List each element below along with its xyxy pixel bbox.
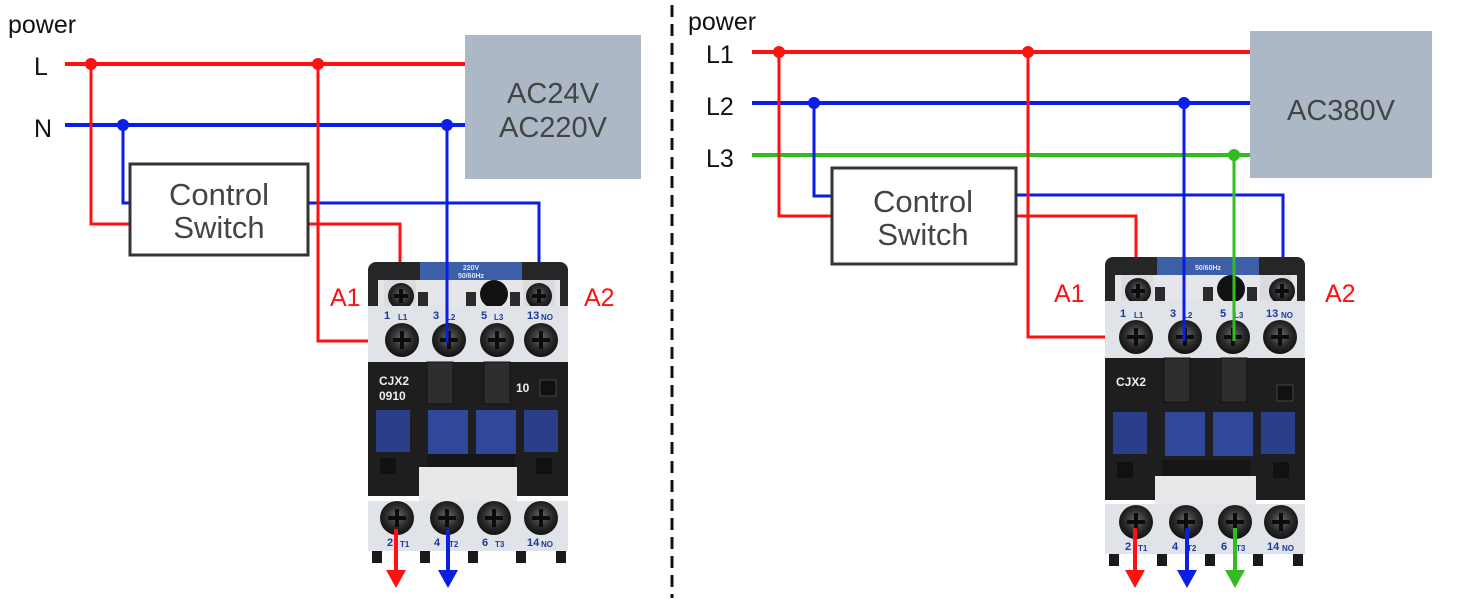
- supply-box-text-1: AC24V: [507, 78, 600, 110]
- bottom-terminal-num-4: 4: [434, 537, 441, 549]
- top-terminal-sub-3-r: L2: [1183, 311, 1193, 320]
- top-terminal-sub-13-r: NO: [1281, 311, 1293, 320]
- control-switch-box-r: [830, 166, 1018, 266]
- bottom-terminal-sub-6-r: T3: [1236, 544, 1246, 553]
- bottom-terminal-num-14-r: 14: [1267, 541, 1280, 553]
- left-panel: power L N AC24V AC220V Control Switch 22…: [8, 11, 641, 588]
- line-label-l1: L1: [706, 41, 734, 69]
- top-terminal-num-5-r: 5: [1220, 308, 1226, 320]
- junction-l1-2: [1022, 46, 1034, 58]
- junction-l2-1: [808, 97, 820, 109]
- coil-rating-1: 220V: [463, 265, 480, 272]
- junction-l2-2: [1178, 97, 1190, 109]
- coil-label-a2: A2: [584, 284, 615, 312]
- output-arrow-green-r: [1225, 528, 1245, 588]
- wire-l1-to-terminal-1: [1026, 52, 1135, 339]
- bottom-terminal-sub-6: T3: [495, 540, 505, 549]
- bottom-terminal-sub-4: T2: [449, 540, 459, 549]
- top-terminal-sub-13: NO: [541, 313, 553, 322]
- output-arrow-red: [386, 529, 406, 588]
- supply-box-text-380: AC380V: [1287, 95, 1396, 127]
- top-terminal-num-3-r: 3: [1170, 308, 1176, 320]
- supply-box-text-2: AC220V: [499, 112, 608, 144]
- output-arrow-blue: [438, 529, 458, 588]
- model-text-2: 0910: [379, 389, 406, 403]
- line-label-l3: L3: [706, 145, 734, 173]
- bottom-terminal-num-6: 6: [482, 537, 488, 549]
- model-text-r: CJX2: [1116, 375, 1146, 389]
- control-switch-text-1: Control: [169, 177, 269, 212]
- bottom-terminal-sub-4-r: T2: [1187, 544, 1197, 553]
- control-switch-text-2: Switch: [173, 210, 264, 245]
- top-terminal-num-13: 13: [527, 310, 539, 322]
- control-switch-text-r1: Control: [873, 184, 973, 219]
- right-panel: power L1 L2 L3 AC380V Control Switch 50/…: [688, 8, 1432, 588]
- coil-label-a1-r: A1: [1054, 280, 1085, 308]
- junction-n-2: [441, 119, 453, 131]
- contactor-left: 220V 50/60Hz CJX2 0910 10: [368, 262, 568, 563]
- top-terminal-sub-1-r: L1: [1134, 311, 1144, 320]
- junction-l3-1: [1228, 149, 1240, 161]
- coil-rating-2: 50/60Hz: [458, 273, 485, 280]
- coil-label-a1: A1: [330, 284, 361, 312]
- line-label-l2: L2: [706, 93, 734, 121]
- junction-l-2: [312, 58, 324, 70]
- contactor-right: 50/60Hz CJX2: [1105, 257, 1305, 566]
- supply-box-ac380: [1250, 31, 1432, 178]
- top-terminal-num-13-r: 13: [1266, 308, 1278, 320]
- aux-code-text: 10: [516, 381, 530, 395]
- control-switch-box: [128, 162, 310, 257]
- top-terminal-num-3: 3: [433, 310, 439, 322]
- model-text-1: CJX2: [379, 374, 409, 388]
- junction-l-1: [85, 58, 97, 70]
- bottom-terminal-num-2: 2: [387, 537, 393, 549]
- top-terminal-num-1: 1: [384, 310, 390, 322]
- top-terminal-sub-5-r: L3: [1234, 311, 1244, 320]
- bottom-terminal-num-4-r: 4: [1172, 541, 1179, 553]
- top-terminal-sub-1: L1: [398, 313, 408, 322]
- bottom-terminal-num-2-r: 2: [1125, 541, 1131, 553]
- bottom-terminal-num-6-r: 6: [1221, 541, 1227, 553]
- output-arrow-blue-r: [1177, 528, 1197, 588]
- bottom-terminal-num-14: 14: [527, 537, 540, 549]
- wire-l2-to-switch: [812, 103, 832, 198]
- bottom-terminal-sub-14-r: NO: [1282, 544, 1294, 553]
- top-terminal-num-1-r: 1: [1120, 308, 1126, 320]
- line-label-l: L: [34, 53, 48, 81]
- wire-l1-to-switch: [777, 52, 832, 218]
- junction-l1-1: [773, 46, 785, 58]
- wire-n-to-switch: [121, 125, 130, 205]
- wire-l-to-switch: [89, 64, 130, 226]
- coil-rating-r: 50/60Hz: [1195, 265, 1222, 272]
- top-terminal-sub-5: L3: [494, 313, 504, 322]
- coil-label-a2-r: A2: [1325, 280, 1356, 308]
- output-arrow-red-r: [1125, 528, 1145, 588]
- junction-n-1: [117, 119, 129, 131]
- control-switch-text-r2: Switch: [877, 217, 968, 252]
- right-power-label: power: [688, 8, 756, 36]
- top-terminal-sub-3: L2: [446, 313, 456, 322]
- left-power-label: power: [8, 11, 76, 39]
- line-label-n: N: [34, 115, 52, 143]
- top-terminal-num-5: 5: [481, 310, 487, 322]
- bottom-terminal-sub-2: T1: [400, 540, 410, 549]
- bottom-terminal-sub-14: NO: [541, 540, 553, 549]
- bottom-terminal-sub-2-r: T1: [1138, 544, 1148, 553]
- supply-box-ac24-220: [465, 35, 641, 179]
